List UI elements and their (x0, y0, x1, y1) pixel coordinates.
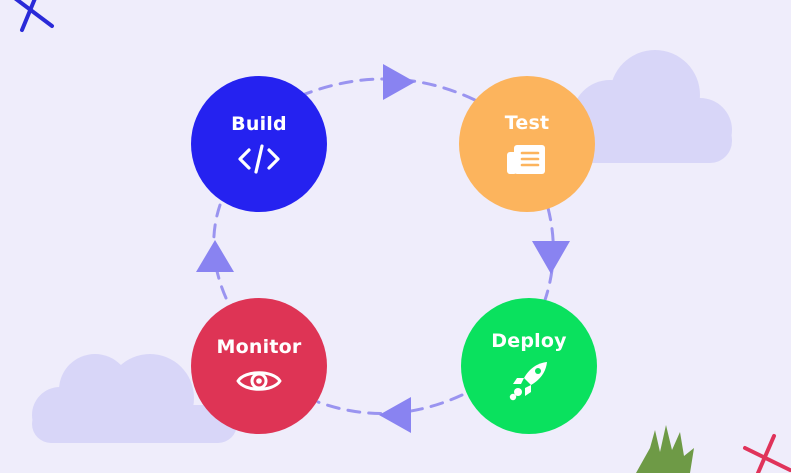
cross-mark (14, 0, 54, 32)
eye-icon (236, 371, 282, 391)
stage-label: Test (504, 112, 550, 134)
stage-test: Test (459, 76, 595, 212)
cloud-shape (32, 354, 237, 443)
cross-mark (743, 434, 791, 473)
stage-monitor: Monitor (191, 298, 327, 434)
cloud-shape (572, 50, 732, 163)
plant-shape (636, 425, 694, 473)
arrow-down-icon (532, 241, 570, 274)
stage-build: Build (191, 76, 327, 212)
rocket-icon (509, 362, 547, 401)
stage-deploy: Deploy (461, 298, 597, 434)
stage-label: Monitor (216, 336, 302, 358)
arrow-left-icon (379, 397, 411, 433)
document-icon (507, 145, 545, 174)
stage-label: Deploy (491, 330, 567, 352)
stage-label: Build (231, 113, 287, 135)
arrow-up-icon (196, 240, 234, 272)
code-icon (238, 144, 280, 174)
arrow-right-icon (383, 64, 415, 100)
